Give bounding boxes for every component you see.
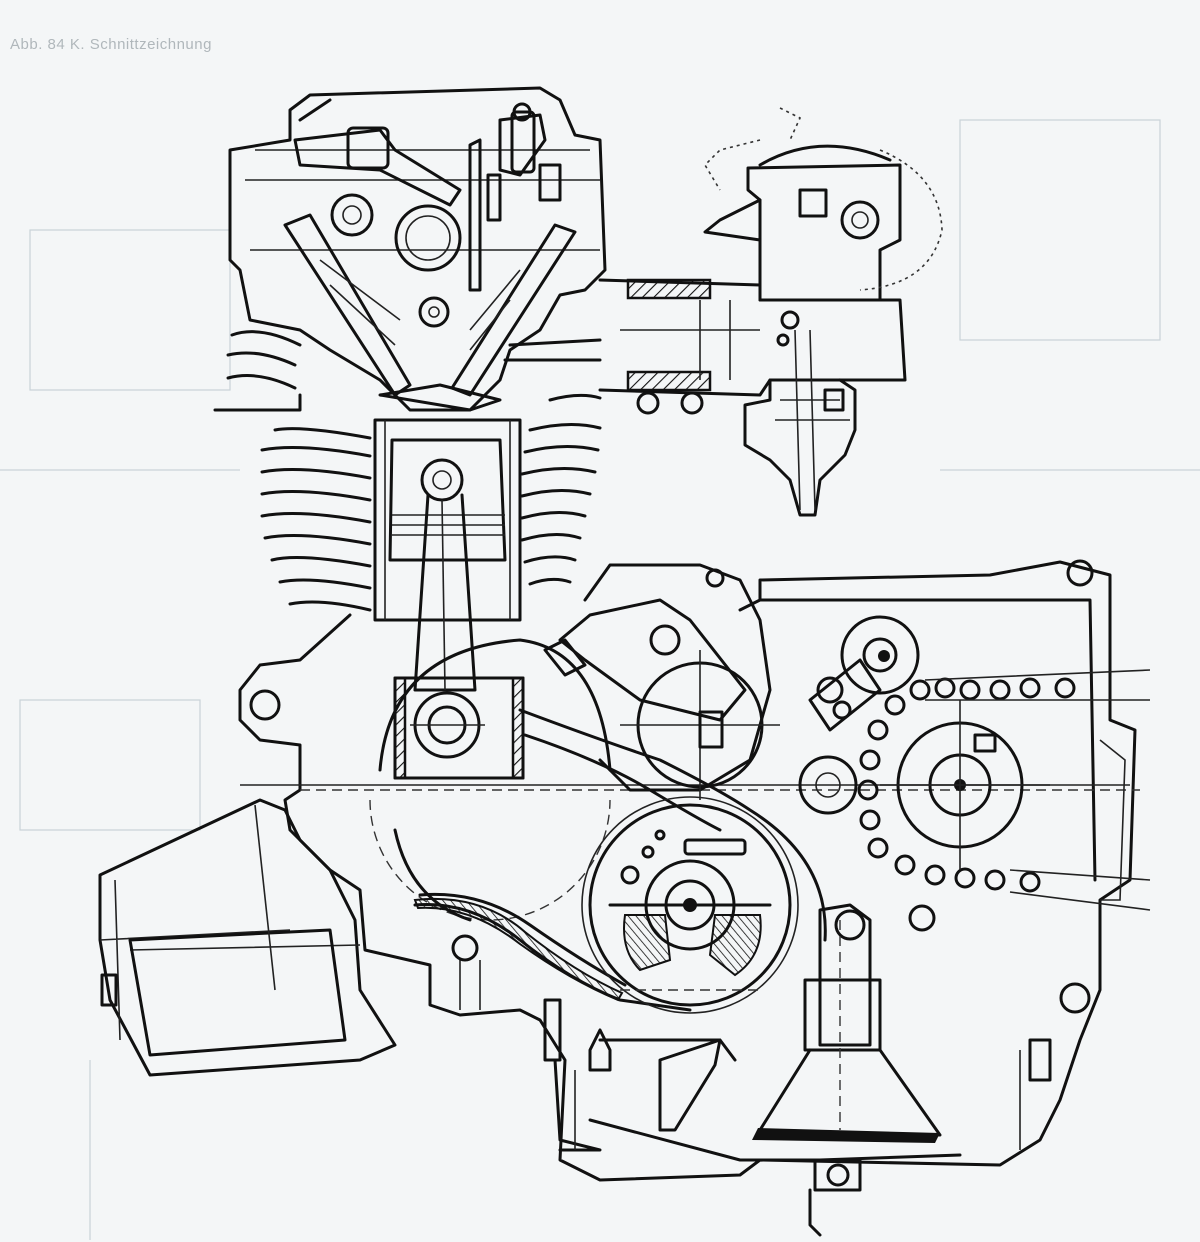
crank-gear — [581, 796, 799, 1014]
cylinder-fins — [213, 330, 602, 622]
oil-pump-strainer — [451, 903, 942, 1237]
chain-drive — [798, 615, 1151, 911]
generator — [543, 563, 780, 800]
piston-and-rod — [388, 438, 525, 780]
crankcase — [238, 559, 1140, 1182]
carburetor-assembly — [503, 107, 943, 517]
oil-filter-housing — [98, 798, 397, 1077]
background-ghost-lines — [0, 119, 1200, 1240]
cylinder-head — [228, 86, 607, 412]
timing-belt — [413, 708, 827, 1012]
faded-caption: Abb. 84 K. Schnittzeichnung — [10, 36, 212, 53]
crank-flywheel — [369, 638, 612, 922]
chain-links — [857, 677, 1076, 893]
